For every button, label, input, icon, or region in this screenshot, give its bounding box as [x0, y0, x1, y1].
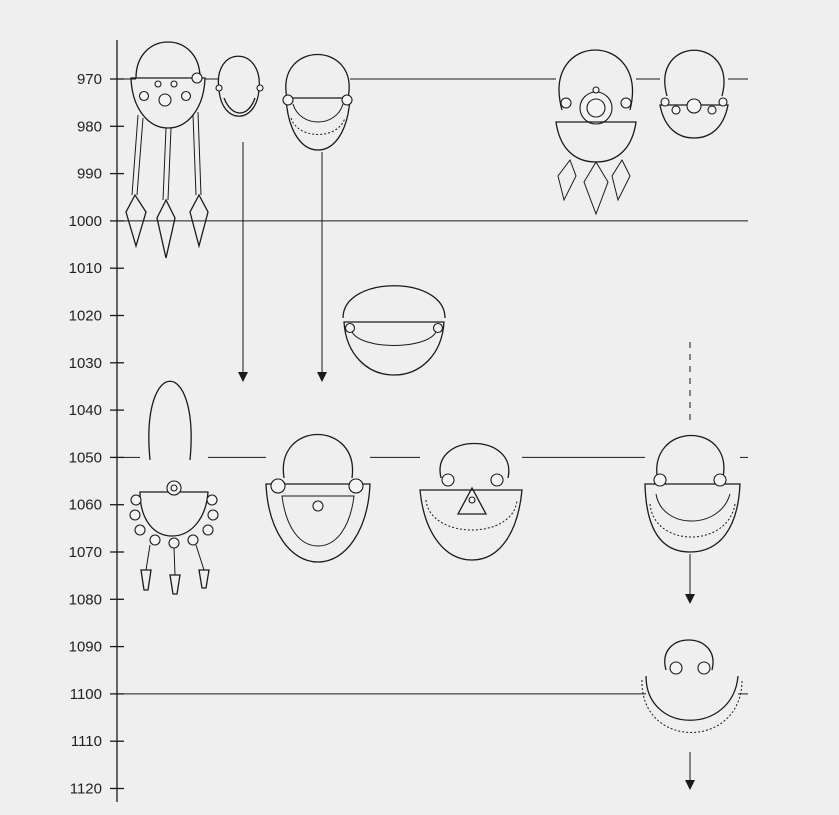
earring-chain-pendant-icon — [130, 381, 218, 594]
axis-tick-label: 1100 — [70, 686, 102, 703]
arrow-head-icon — [685, 780, 695, 790]
earring-beaded-ring-icon — [642, 640, 742, 733]
axis-ticks: 970 980 990 1000 1010 1020 1030 1040 1050 1060 107… — [69, 71, 124, 798]
axis-tick-label: 1000 — [69, 213, 102, 230]
earring-simple-loop-icon — [216, 56, 263, 116]
axis-tick-label: 980 — [77, 118, 102, 135]
axis-tick-label: 1120 — [70, 781, 102, 798]
earring-triangle-granulated-icon — [420, 444, 522, 561]
earring-crescent-icon — [343, 286, 445, 375]
axis-tick-label: 1030 — [69, 355, 102, 372]
earring-ornate-pendant-icon — [556, 50, 636, 214]
arrow-head-icon — [685, 594, 695, 604]
axis-tick-label: 1110 — [71, 733, 102, 750]
earring-lunate-ring-icon — [266, 435, 370, 563]
axis-tick-label: 990 — [77, 166, 102, 183]
earring-pendant-with-chains-icon — [126, 42, 208, 258]
axis-tick-label: 1090 — [69, 639, 102, 656]
earring-floral-icon — [660, 50, 728, 138]
arrow-head-icon — [238, 372, 248, 382]
horizon-lines — [124, 79, 748, 694]
axis-tick-label: 1020 — [69, 308, 102, 325]
axis-tick-label: 1060 — [69, 497, 102, 514]
earring-granulated-lunula-icon — [283, 55, 352, 151]
axis-tick-label: 1080 — [69, 591, 102, 608]
earring-granulated-band-icon — [645, 342, 740, 552]
axis-tick-label: 970 — [77, 71, 102, 88]
arrow-head-icon — [317, 372, 327, 382]
axis-tick-label: 1010 — [69, 260, 102, 277]
axis-tick-label: 1070 — [69, 544, 102, 561]
axis-tick-label: 1050 — [69, 449, 102, 466]
axis-tick-label: 1040 — [69, 402, 102, 419]
